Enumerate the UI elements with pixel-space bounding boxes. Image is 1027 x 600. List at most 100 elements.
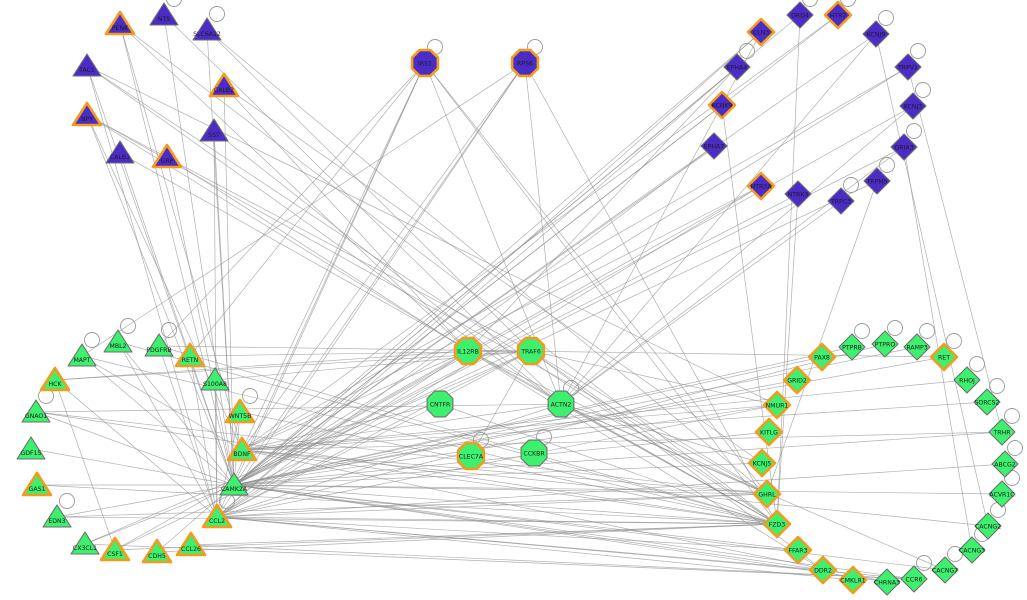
node-HTR7[interactable] bbox=[823, 0, 853, 30]
node-CNTFR[interactable] bbox=[426, 390, 454, 418]
node-TRHR[interactable] bbox=[988, 418, 1016, 446]
node-CSF1[interactable] bbox=[99, 536, 131, 562]
labels-layer: PENKNTSSLC6A12TAC1CALB2NPYSSTCALB1GRPIRS… bbox=[21, 13, 1016, 587]
node-IL12RB[interactable] bbox=[453, 336, 483, 366]
node-EPHA4[interactable] bbox=[723, 53, 751, 81]
node-IRS1[interactable] bbox=[410, 48, 440, 78]
node-DDR2[interactable] bbox=[808, 555, 838, 585]
node-TRPC3[interactable] bbox=[827, 187, 855, 215]
node-CCL26[interactable] bbox=[175, 531, 207, 557]
node-CHRNA3[interactable] bbox=[873, 568, 901, 596]
node-GRID2[interactable] bbox=[782, 365, 812, 395]
node-SST[interactable] bbox=[199, 118, 229, 142]
node-KITLG[interactable] bbox=[754, 417, 784, 447]
node-CACNG2[interactable] bbox=[974, 512, 1002, 540]
node-KCNK9[interactable] bbox=[707, 90, 737, 120]
node-PTPRB[interactable] bbox=[838, 333, 866, 361]
node-RET[interactable] bbox=[929, 342, 959, 372]
node-RAMP3[interactable] bbox=[903, 333, 931, 361]
edge-RPS6-FZD3 bbox=[524, 62, 778, 525]
edge-CHRNA3-CAMK2A bbox=[233, 484, 888, 583]
node-SORCS2[interactable] bbox=[973, 388, 1001, 416]
edge-IRS1-RETN bbox=[189, 62, 426, 357]
node-ACVR1C[interactable] bbox=[988, 480, 1016, 508]
node-TRPV1[interactable] bbox=[894, 53, 922, 81]
node-FZD3[interactable] bbox=[762, 509, 792, 539]
edge-MAPT-CAMK2A bbox=[81, 355, 235, 486]
edge-GNAO1-CAMK2A bbox=[35, 411, 235, 486]
edge-NTRK3-CAMK2A bbox=[233, 193, 799, 486]
node-CACNG7[interactable] bbox=[931, 556, 959, 584]
node-CDH5[interactable] bbox=[141, 538, 173, 564]
node-NMUR1[interactable] bbox=[762, 390, 792, 420]
node-CX3CL1[interactable] bbox=[70, 531, 100, 555]
node-KCNJ9[interactable] bbox=[862, 20, 890, 48]
node-S100A8[interactable] bbox=[200, 367, 230, 391]
node-CALB2[interactable] bbox=[208, 72, 240, 98]
node-CCR6[interactable] bbox=[900, 565, 928, 593]
node-GAS1[interactable] bbox=[21, 471, 53, 497]
node-GRIA3[interactable] bbox=[890, 133, 918, 161]
node-ACTN2[interactable] bbox=[547, 390, 575, 418]
edge-MBL2-CAMK2A bbox=[117, 341, 235, 486]
edge-CSF1-TRAF6 bbox=[114, 350, 532, 551]
edge-WNT5B-CCL2 bbox=[216, 411, 241, 518]
node-GRP[interactable] bbox=[151, 143, 183, 169]
node-ABCG2[interactable] bbox=[991, 450, 1019, 478]
edge-GRID2-CAMK2A bbox=[233, 379, 798, 486]
node-TAC1[interactable] bbox=[72, 53, 102, 77]
self-loop-GRIA3 bbox=[906, 123, 922, 139]
node-CCKBR[interactable] bbox=[520, 439, 548, 467]
node-PDGFRB[interactable] bbox=[144, 333, 174, 357]
edge-FZD3-CAMK2A bbox=[233, 484, 778, 525]
node-EPHA7[interactable] bbox=[700, 132, 728, 160]
node-GHRL[interactable] bbox=[752, 479, 782, 509]
node-SLC6A12[interactable] bbox=[192, 17, 222, 41]
node-CAMK2A[interactable] bbox=[219, 472, 249, 496]
node-CCL2[interactable] bbox=[201, 503, 233, 529]
edge-EDN3-CAMK2A bbox=[56, 484, 235, 518]
node-PAX8[interactable] bbox=[807, 342, 837, 372]
edge-TRPM5-CAMK2A bbox=[233, 180, 878, 486]
node-NTRK3[interactable] bbox=[784, 180, 812, 208]
edge-CSF1-FZD3 bbox=[114, 523, 778, 551]
node-CMKLR1[interactable] bbox=[838, 565, 868, 595]
node-RHOJ[interactable] bbox=[953, 366, 981, 394]
node-TRAF6[interactable] bbox=[516, 336, 546, 366]
edge-HTR3A-CAMK2A bbox=[233, 185, 762, 486]
node-HTR3A[interactable] bbox=[746, 171, 776, 201]
edge-WNT5B-FZD3 bbox=[239, 411, 778, 525]
node-BDNF[interactable] bbox=[226, 436, 258, 462]
node-TRPM5[interactable] bbox=[863, 167, 891, 195]
node-CACNG3[interactable] bbox=[958, 536, 986, 564]
self-loop-TRPV1 bbox=[910, 43, 926, 59]
self-loop-TRPM5 bbox=[879, 157, 895, 173]
node-DRD4[interactable] bbox=[786, 1, 814, 29]
node-NTS[interactable] bbox=[149, 2, 179, 26]
node-FFAR3[interactable] bbox=[783, 535, 813, 565]
node-KCNJ3[interactable] bbox=[899, 92, 927, 120]
edge-CCL26-CCR6 bbox=[190, 544, 915, 580]
node-PTPRO[interactable] bbox=[871, 330, 899, 358]
node-MBL2[interactable] bbox=[103, 329, 133, 353]
node-EDN3[interactable] bbox=[42, 504, 72, 528]
node-NPY[interactable] bbox=[71, 101, 103, 127]
self-loop-TRHR bbox=[1004, 408, 1020, 424]
node-CLEC7A[interactable] bbox=[456, 441, 486, 471]
edge-MBL2-CCL2 bbox=[117, 341, 218, 518]
node-HCK[interactable] bbox=[39, 366, 71, 392]
node-MAPT[interactable] bbox=[67, 343, 97, 367]
node-CLN3[interactable] bbox=[746, 17, 776, 47]
node-GNAO1[interactable] bbox=[21, 399, 51, 423]
node-PENK[interactable] bbox=[104, 10, 136, 36]
self-loop-PTPRB bbox=[854, 323, 870, 339]
node-GDF15[interactable] bbox=[16, 436, 46, 460]
node-KCNJ5[interactable] bbox=[747, 448, 777, 478]
node-WNT5B[interactable] bbox=[224, 398, 256, 424]
node-RETN[interactable] bbox=[174, 342, 206, 368]
edge-CALB2-KCNJ5 bbox=[223, 85, 763, 464]
node-RPS6[interactable] bbox=[510, 48, 540, 78]
edge-EPHA4-CAMK2A bbox=[233, 66, 738, 486]
node-CALB1[interactable] bbox=[105, 140, 135, 164]
